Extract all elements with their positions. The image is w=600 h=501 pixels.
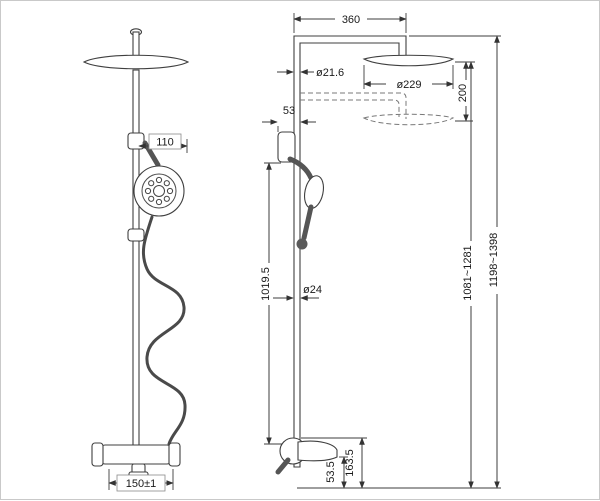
dimension-pipe-diameter: ø24 (273, 284, 322, 301)
overhead-shower-lower-position (300, 92, 455, 126)
dimension-head-diameter: ø229 (363, 65, 454, 91)
dimension-height-to-head: 1081~1281 (462, 61, 474, 489)
mixer-front (91, 442, 181, 479)
overhead-shower-side (362, 54, 455, 67)
hand-shower-side (296, 175, 324, 250)
dim-mixer-height: 163.5 (344, 449, 356, 477)
dimension-total-height: 1198~1398 (409, 35, 501, 489)
dimension-spout-height: 53.5 (325, 456, 348, 489)
overhead-shower-front (82, 54, 190, 70)
side-view: 360 ø21.6 ø229 200 53 (260, 13, 501, 489)
holder-hook-side (287, 156, 314, 181)
dim-holder-width: 110 (156, 137, 174, 149)
hand-shower-front (133, 165, 185, 217)
dim-inlet-spacing: 150±1 (126, 478, 157, 490)
pipe-run-side (293, 35, 407, 468)
shower-hose (141, 215, 187, 446)
dim-lower-pipe-length: 1019.5 (260, 267, 272, 301)
dim-spout-height: 53.5 (325, 461, 337, 482)
slider-bracket-front (127, 132, 145, 150)
hose-nut-side (296, 238, 308, 250)
dim-total-height: 1198~1398 (488, 233, 500, 288)
spray-nozzles (144, 176, 174, 206)
front-view: 110 150±1 (82, 28, 190, 492)
dimension-lower-pipe-length: 1019.5 (260, 162, 282, 445)
dim-bracket-offset: 53 (283, 105, 295, 117)
dimension-top-width: 360 (293, 13, 407, 33)
dim-pipe-diameter: ø24 (303, 284, 322, 296)
dimension-mixer-height: 163.5 (301, 437, 367, 489)
dim-head-diameter: ø229 (396, 79, 421, 91)
dim-upper-pipe-diameter: ø21.6 (316, 67, 344, 79)
mixer-right-handle (168, 442, 181, 467)
dim-top-width: 360 (342, 14, 360, 26)
dim-head-drop: 200 (457, 84, 469, 102)
dimension-inlet-spacing: 150±1 (108, 469, 174, 492)
mixer-spout-side (297, 440, 338, 462)
dimension-head-drop: 200 (455, 61, 475, 122)
wall-bracket-side (277, 131, 296, 163)
riser-pipe-front (132, 69, 140, 448)
mixer-side (275, 437, 338, 475)
dimension-holder-width: 110 (138, 133, 188, 153)
dimension-upper-pipe-diameter: ø21.6 (277, 67, 344, 79)
mixer-left-handle (91, 442, 104, 467)
mixer-lever-side (275, 457, 291, 475)
lower-clamp-front (127, 228, 145, 242)
dim-height-to-head: 1081~1281 (462, 245, 474, 300)
dimension-bracket-offset: 53 (262, 105, 316, 132)
